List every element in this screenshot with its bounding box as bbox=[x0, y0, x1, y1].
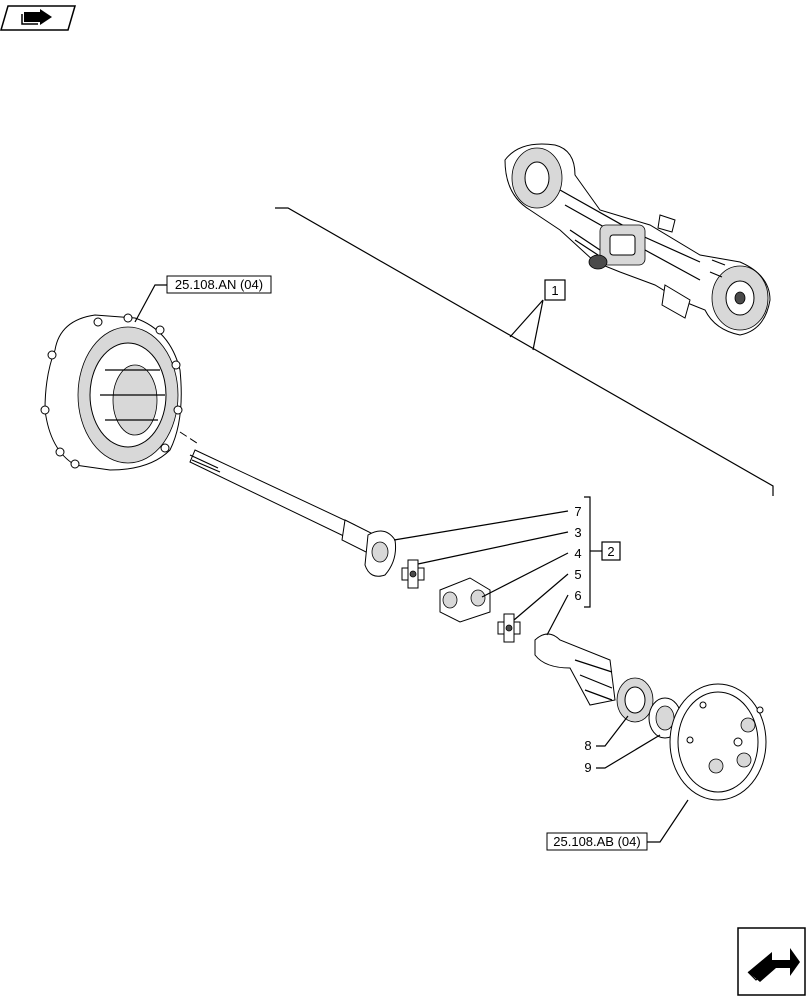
callout-3[interactable]: 3 bbox=[574, 525, 581, 540]
guide-line-assembly bbox=[275, 207, 774, 496]
hub-housing-part bbox=[40, 313, 183, 471]
leader-callout-5 bbox=[513, 573, 569, 621]
center-block-part-4 bbox=[439, 577, 491, 623]
axis-centerline bbox=[179, 431, 201, 446]
bearing-part-8 bbox=[616, 677, 654, 723]
next-page-arrow-icon[interactable] bbox=[737, 927, 806, 996]
leader-box-1-right bbox=[532, 299, 544, 351]
cross-part-3 bbox=[401, 559, 425, 589]
axle-assembly-illustration bbox=[504, 143, 771, 336]
leader-hub-housing bbox=[134, 284, 167, 323]
group-box-axle[interactable]: 1 bbox=[544, 279, 566, 301]
ref-label-hub-housing[interactable]: 25.108.AN (04) bbox=[166, 275, 272, 294]
leader-callout-9 bbox=[596, 734, 661, 769]
leader-planetary-carrier bbox=[647, 799, 689, 843]
bracket-joint-kit bbox=[584, 496, 591, 608]
callout-6[interactable]: 6 bbox=[574, 588, 581, 603]
cross-part-5 bbox=[497, 613, 521, 643]
yoke-shaft-part-6 bbox=[534, 633, 616, 706]
leader-callout-8 bbox=[596, 715, 629, 747]
book-arrow-icon[interactable] bbox=[0, 5, 76, 31]
svg-text:1: 1 bbox=[551, 283, 558, 298]
svg-text:25.108.AB (04): 25.108.AB (04) bbox=[553, 834, 640, 849]
leader-box-1-left bbox=[509, 299, 544, 338]
axle-shaft-part bbox=[189, 449, 376, 556]
leader-callout-3 bbox=[417, 531, 569, 565]
ref-label-planetary-carrier[interactable]: 25.108.AB (04) bbox=[546, 832, 648, 851]
planetary-carrier-part bbox=[669, 683, 767, 801]
leader-callout-6 bbox=[546, 594, 569, 636]
callout-8[interactable]: 8 bbox=[584, 738, 591, 753]
leader-callout-4 bbox=[481, 552, 569, 598]
callout-9[interactable]: 9 bbox=[584, 760, 591, 775]
leader-callout-7 bbox=[393, 510, 569, 541]
group-box-joint-kit[interactable]: 2 bbox=[601, 541, 621, 561]
svg-text:2: 2 bbox=[607, 544, 614, 559]
callout-5[interactable]: 5 bbox=[574, 567, 581, 582]
yoke-part-7 bbox=[364, 530, 396, 577]
callout-4[interactable]: 4 bbox=[574, 546, 581, 561]
callout-7[interactable]: 7 bbox=[574, 504, 581, 519]
svg-text:25.108.AN (04): 25.108.AN (04) bbox=[175, 277, 263, 292]
